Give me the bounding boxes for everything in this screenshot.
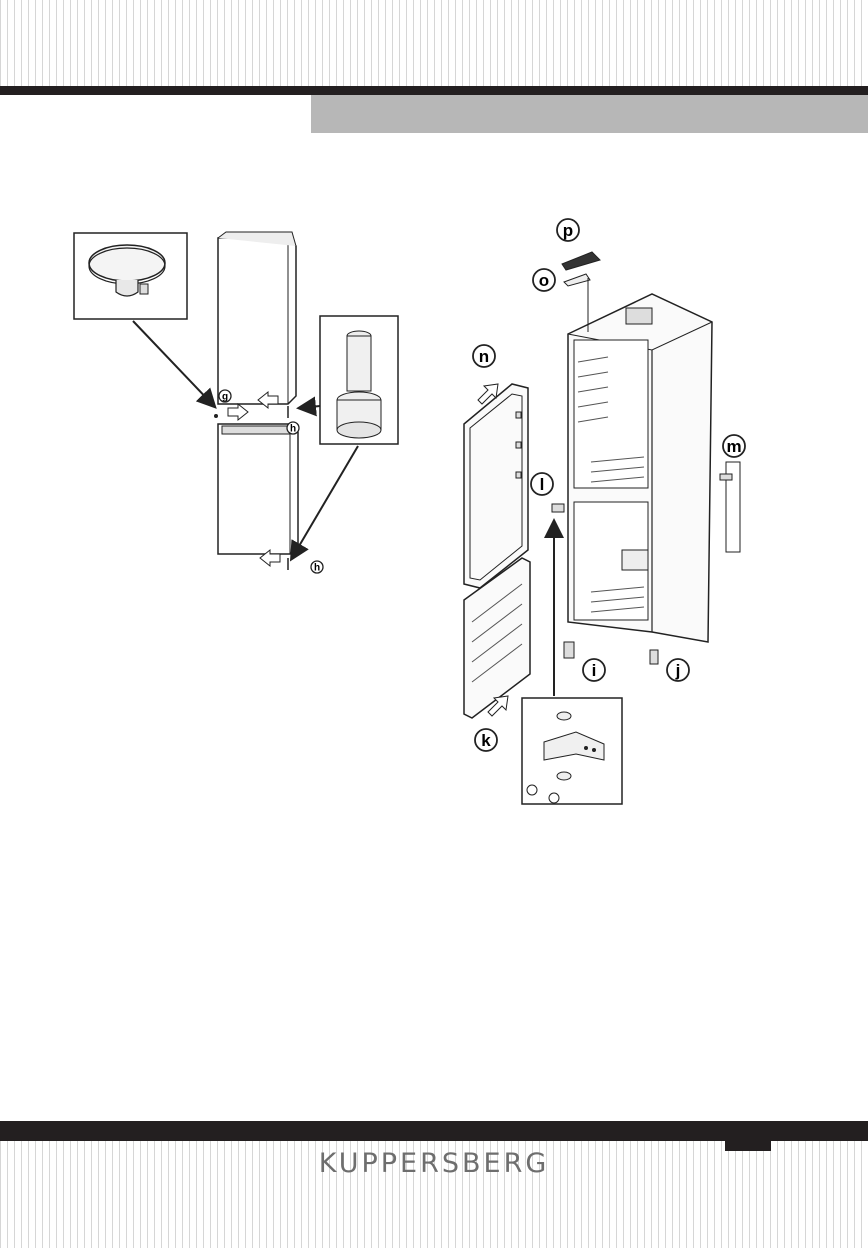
- brand-logo: KUPPERSBERG: [0, 1148, 868, 1179]
- label-l: l: [531, 473, 553, 495]
- door-reversal-diagram: g h h: [66, 228, 401, 574]
- label-o: o: [533, 269, 555, 291]
- header-stripe-pattern: [0, 0, 868, 86]
- cap-detail-inset: [74, 233, 187, 319]
- label-g: g: [219, 390, 231, 403]
- svg-text:k: k: [481, 731, 491, 750]
- svg-text:g: g: [222, 392, 228, 403]
- svg-text:h: h: [290, 424, 296, 435]
- pin-detail-inset: [320, 316, 398, 444]
- footer-rule: [0, 1121, 868, 1141]
- svg-text:m: m: [726, 437, 741, 456]
- svg-text:h: h: [314, 563, 320, 574]
- label-m: m: [723, 435, 745, 457]
- label-p: p: [557, 219, 579, 241]
- svg-text:n: n: [479, 347, 489, 366]
- hinge-cover: [562, 252, 600, 270]
- direction-arrow: [228, 404, 248, 420]
- refrigerator-cabinet: [568, 294, 712, 642]
- lower-door: [218, 424, 298, 554]
- upper-door: [218, 232, 296, 404]
- svg-text:l: l: [540, 475, 545, 494]
- upper-door: [464, 384, 528, 588]
- hinge-detail-inset: [522, 698, 622, 804]
- label-j: j: [667, 659, 689, 681]
- label-h-upper: h: [287, 422, 299, 435]
- svg-text:o: o: [539, 271, 549, 290]
- label-n: n: [473, 345, 495, 367]
- refrigerator-exploded-diagram: p o n m l i j k: [456, 212, 868, 810]
- svg-text:p: p: [563, 221, 573, 240]
- label-h-lower: h: [311, 561, 323, 574]
- svg-text:i: i: [592, 661, 597, 680]
- header-rule: [0, 86, 868, 95]
- svg-text:j: j: [675, 661, 681, 680]
- label-i: i: [583, 659, 605, 681]
- top-hinge: [564, 274, 590, 286]
- label-k: k: [475, 729, 497, 751]
- header-band: [311, 95, 868, 133]
